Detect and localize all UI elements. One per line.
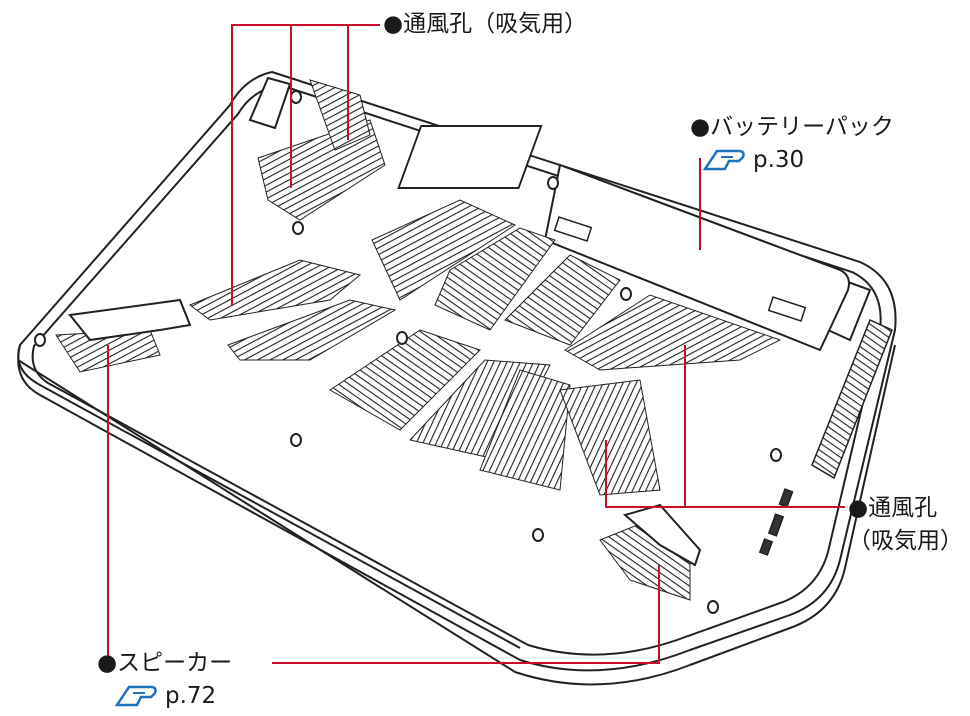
callout-speaker: ●スピーカー <box>97 650 233 676</box>
battery-latch-left <box>553 216 593 242</box>
callout-vent-right-1: ●通風孔 <box>848 495 938 521</box>
callout-vent-right-2: （吸気用） <box>848 528 963 554</box>
speaker-reference: p.72 <box>114 683 216 708</box>
battery-reference: p.30 <box>702 147 804 172</box>
callout-battery: ●バッテリーパック <box>690 114 894 140</box>
callout-vent-top: ●通風孔（吸気用） <box>383 11 588 37</box>
battery-cover <box>543 163 850 352</box>
battery-latch-right <box>767 296 807 322</box>
label-sticker <box>397 125 543 189</box>
leader-speaker-right <box>272 565 660 664</box>
side-ports <box>758 318 893 556</box>
hinge-left <box>248 76 292 130</box>
screws <box>34 90 782 614</box>
reference-hand-icon <box>114 685 157 707</box>
reference-hand-icon <box>702 149 745 171</box>
leader-vent-right <box>605 440 845 508</box>
leader-vent-top <box>231 24 380 305</box>
leader-lines <box>107 24 845 664</box>
